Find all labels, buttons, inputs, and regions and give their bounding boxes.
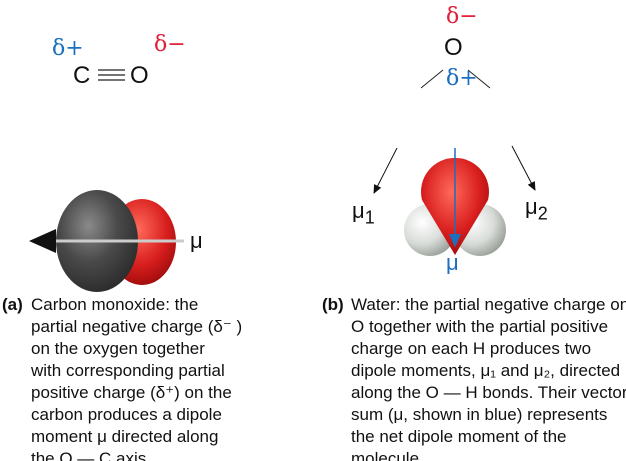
caption-b-label: (b) <box>322 295 344 314</box>
mu2-symbol: μ <box>525 194 538 219</box>
caption-line: Carbon monoxide: the <box>31 295 199 314</box>
mu1-symbol: μ <box>352 198 365 223</box>
co-mu-label: μ <box>190 228 203 253</box>
caption-b: (b) Water: the partial negative charge o… <box>322 294 626 461</box>
caption-line: with corresponding partial <box>31 361 225 380</box>
caption-line: charge on each H produces two <box>351 339 592 358</box>
caption-line: Water: the partial negative charge on <box>351 295 626 314</box>
caption-a: (a) Carbon monoxide: the partial negativ… <box>2 294 242 461</box>
caption-line: O together with the partial positive <box>351 317 609 336</box>
caption-line: along the O — H bonds. Their vector <box>351 383 626 402</box>
co-delta-minus: δ− <box>154 32 186 57</box>
caption-a-label: (a) <box>2 295 23 314</box>
water-bonds <box>420 69 491 89</box>
mu1-arrow <box>373 147 398 194</box>
caption-line: the O — C axis. <box>31 449 151 461</box>
caption-line: molecule. <box>351 449 424 461</box>
caption-line: moment μ directed along <box>31 427 219 446</box>
net-mu-label: μ <box>446 250 459 275</box>
water-oxygen-symbol: O <box>444 34 463 61</box>
caption-line: positive charge (δ⁺) on the <box>31 383 232 402</box>
mu2-label: μ2 <box>525 194 548 224</box>
caption-line: dipole moments, μ₁ and μ₂, directed <box>351 361 621 380</box>
caption-line: sum (μ, shown in blue) represents <box>351 405 608 424</box>
mu2-arrow <box>511 145 536 191</box>
water-delta-minus: δ− <box>446 4 478 29</box>
caption-line: the net dipole moment of the <box>351 427 567 446</box>
co-delta-plus: δ+ <box>52 36 84 61</box>
mu1-subscript: 1 <box>364 207 375 228</box>
caption-line: carbon produces a dipole <box>31 405 222 424</box>
caption-line: partial negative charge (δ⁻ ) <box>31 317 243 336</box>
caption-line: on the oxygen together <box>31 339 205 358</box>
mu1-label: μ1 <box>352 198 375 228</box>
co-oxygen-symbol: O <box>130 62 149 89</box>
mu2-subscript: 2 <box>537 203 548 224</box>
co-triple-bond <box>98 69 125 81</box>
co-carbon-symbol: C <box>73 62 91 89</box>
water-delta-plus: δ+ <box>446 66 478 91</box>
